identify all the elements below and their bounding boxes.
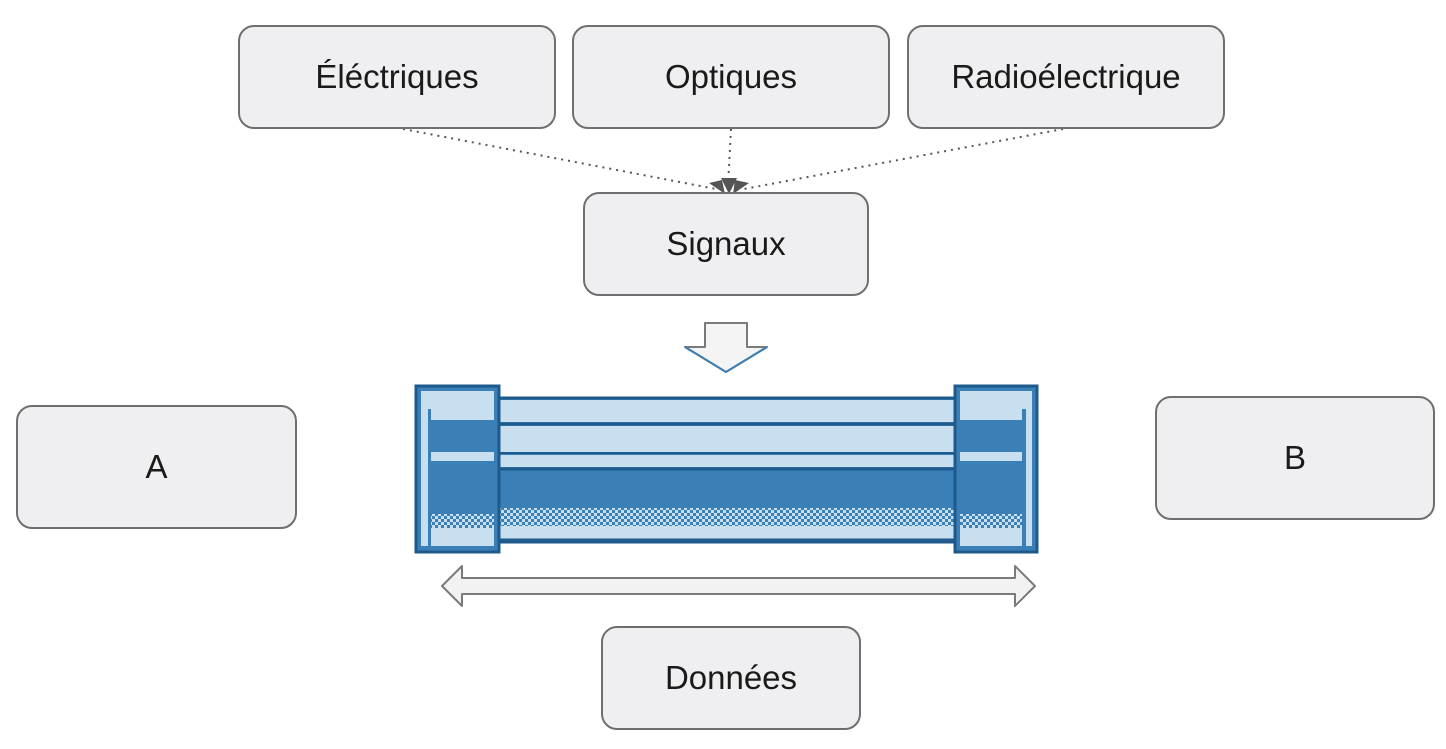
node-a-label: A: [145, 448, 168, 485]
connector-electriques-signaux: [402, 128, 717, 190]
node-donnees: Données: [601, 626, 861, 730]
node-donnees-label: Données: [664, 659, 798, 696]
node-radioelectrique: Radioélectrique: [907, 25, 1225, 129]
node-radioelectrique-label: Radioélectrique: [951, 58, 1181, 95]
arrowhead-icon: [709, 178, 749, 194]
node-electriques-label: Éléctriques: [315, 58, 479, 95]
node-optiques-label: Optiques: [664, 58, 798, 95]
node-b: B: [1155, 396, 1435, 520]
node-optiques: Optiques: [572, 25, 890, 129]
double-arrow-icon: [441, 565, 1036, 607]
node-signaux-label: Signaux: [666, 225, 786, 262]
down-arrow-icon: [684, 322, 768, 374]
node-signaux: Signaux: [583, 192, 869, 296]
node-b-label: B: [1283, 439, 1306, 476]
node-a: A: [16, 405, 297, 529]
connector-optiques-signaux: [727, 128, 732, 187]
node-electriques: Éléctriques: [238, 25, 556, 129]
cable-icon: [414, 384, 1039, 554]
connector-radio-signaux: [743, 128, 1064, 190]
